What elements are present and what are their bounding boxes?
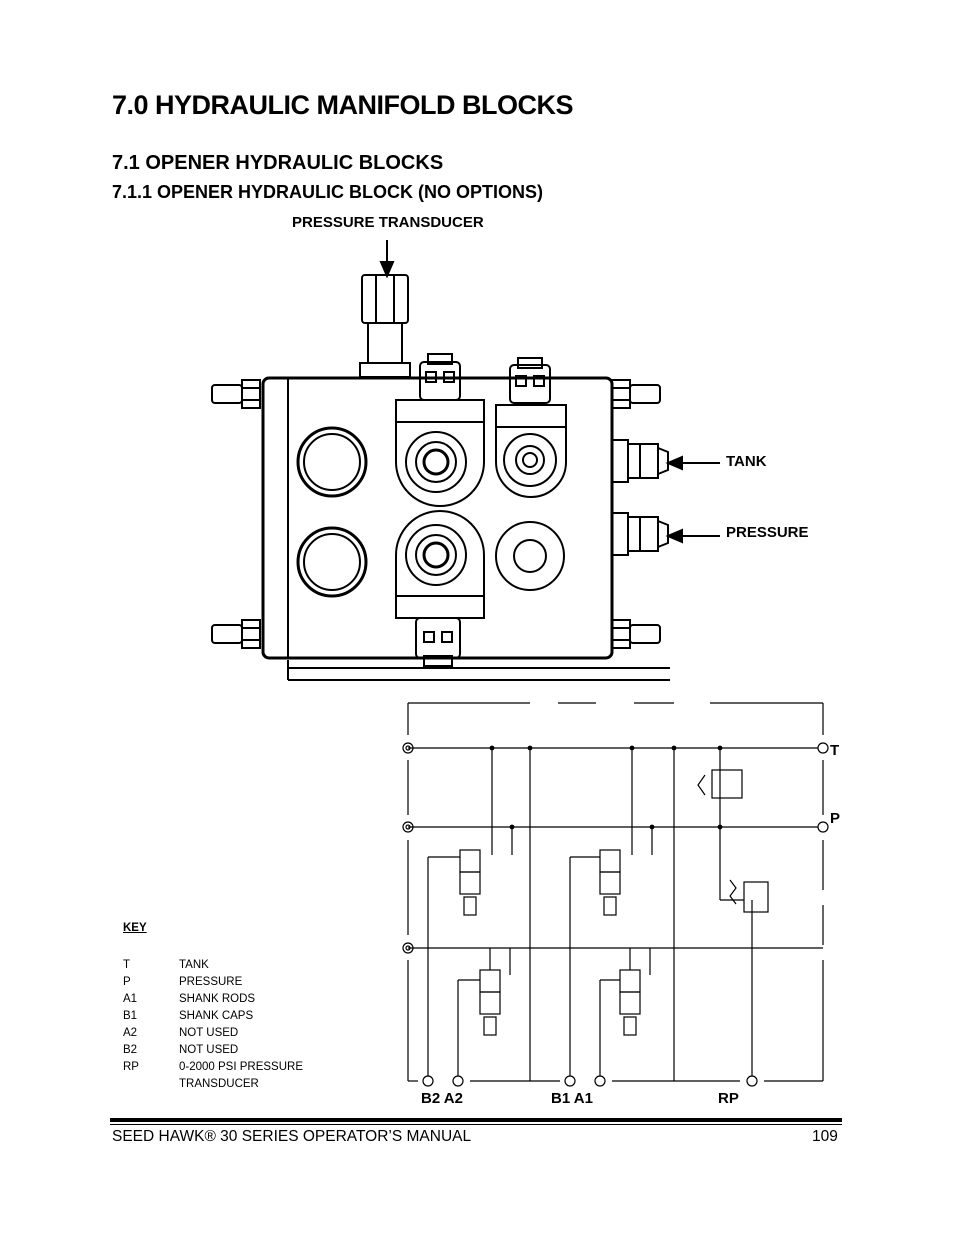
key-row: RP 0-2000 PSI PRESSURE TRANSDUCER: [123, 1059, 319, 1093]
label-tank-port: TANK: [726, 453, 767, 470]
key-row: B1 SHANK CAPS: [123, 1008, 319, 1025]
key-title: KEY: [123, 922, 147, 934]
schematic-label-b1-a1: B1 A1: [551, 1090, 593, 1107]
schematic-label-p: P: [830, 810, 841, 827]
footer-rule-thin: [110, 1124, 842, 1125]
key-code: A2: [123, 1027, 138, 1039]
key-description: TANK: [179, 959, 209, 971]
hydraulic-schematic: [402, 702, 829, 1087]
key-code: T: [123, 959, 131, 971]
schematic-label-b2-a2: B2 A2: [421, 1090, 463, 1107]
schematic-label-rp: RP: [718, 1090, 739, 1107]
subsection-heading: 7.1 OPENER HYDRAULIC BLOCKS: [112, 152, 444, 174]
key-description: SHANK RODS: [179, 993, 256, 1005]
key-code: P: [123, 976, 131, 988]
subsubsection-heading: 7.1.1 OPENER HYDRAULIC BLOCK (NO OPTIONS…: [112, 182, 544, 202]
key-description: SHANK CAPS: [179, 1010, 254, 1022]
key-code: B2: [123, 1044, 138, 1056]
schematic-label-t: T: [830, 742, 840, 759]
key-description: NOT USED: [179, 1044, 239, 1056]
key-row: A1 SHANK RODS: [123, 991, 319, 1008]
footer-rule-thick: [110, 1118, 842, 1122]
key-description: NOT USED: [179, 1027, 239, 1039]
key-row: B2 NOT USED: [123, 1042, 319, 1059]
key-row: P PRESSURE: [123, 974, 319, 991]
label-pressure-transducer: PRESSURE TRANSDUCER: [292, 214, 484, 231]
key-row: A2 NOT USED: [123, 1025, 319, 1042]
key-row: T TANK: [123, 957, 319, 974]
section-heading: 7.0 HYDRAULIC MANIFOLD BLOCKS: [112, 90, 574, 120]
page-number: 109: [812, 1128, 838, 1145]
key-code: A1: [123, 993, 138, 1005]
key-description: PRESSURE: [179, 976, 243, 988]
key-table: T TANK P PRESSURE A1 SHANK RODS B1 SHANK CAPS A2…: [123, 957, 319, 1093]
key-description: 0-2000 PSI PRESSURE TRANSDUCER: [179, 1061, 304, 1090]
footer-manual-title: SEED HAWK® 30 SERIES OPERATOR’S MANUAL: [112, 1128, 472, 1145]
manifold-block-drawing: [211, 240, 720, 681]
key-code: RP: [123, 1061, 139, 1073]
label-pressure-port: PRESSURE: [726, 524, 809, 541]
key-code: B1: [123, 1010, 138, 1022]
